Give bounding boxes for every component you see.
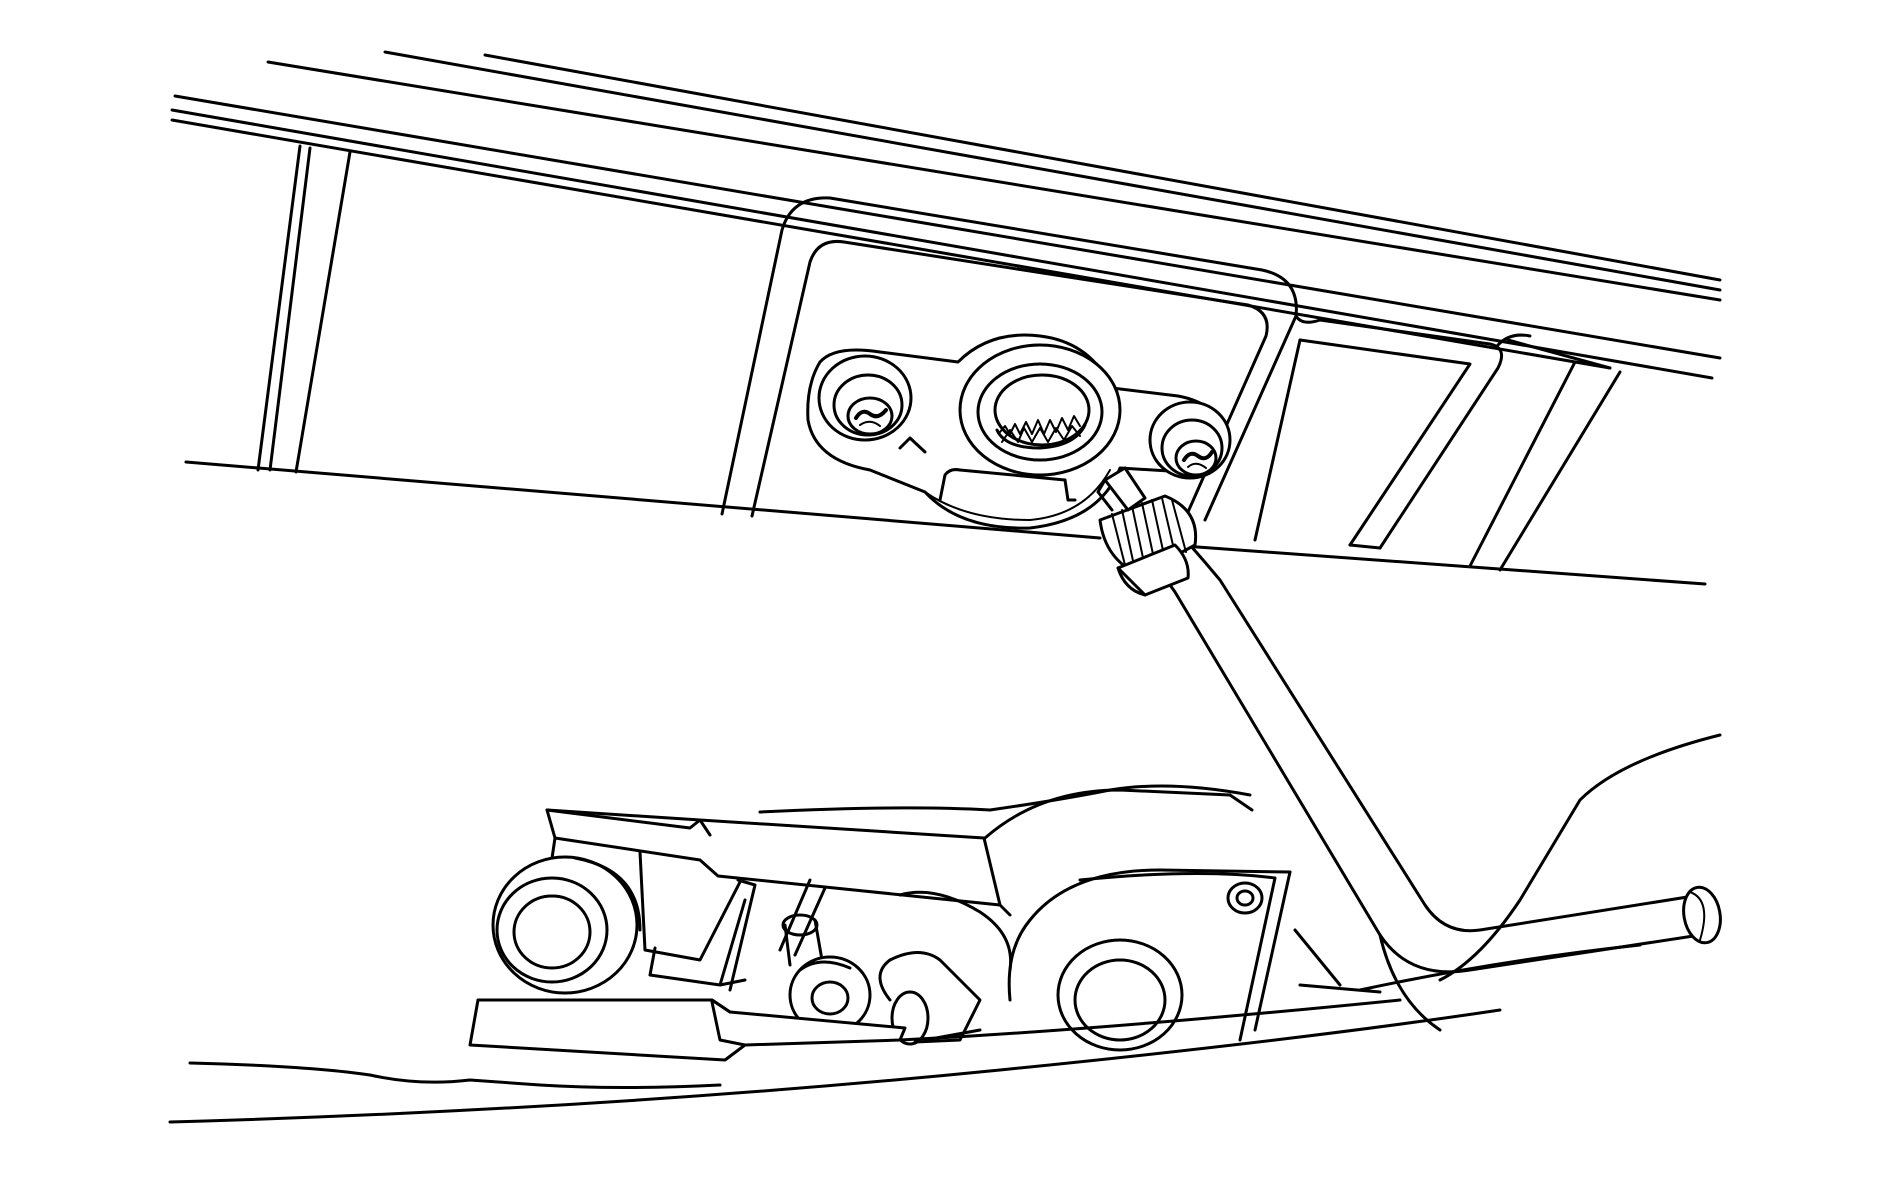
left-mounting-screw-icon [817, 354, 913, 442]
latch-housing [898, 788, 1292, 1042]
pin-bushing-icon [781, 913, 872, 1035]
right-body-contour [758, 733, 1722, 994]
pivot-hole-icon [1056, 938, 1184, 1052]
roller-wheel-icon [491, 855, 642, 995]
sensor-pocket-frame [720, 196, 1298, 522]
right-mounting-screw-icon [1148, 400, 1232, 480]
left-braces [256, 144, 352, 474]
housing-rivet-icon [1226, 881, 1264, 915]
rod-end-icon [1682, 885, 1722, 945]
bottom-sill [168, 943, 1642, 1124]
knurled-fitting-icon [1098, 494, 1198, 597]
upper-panel-edge [184, 460, 1707, 586]
sensor-center-boss-icon [958, 343, 1122, 477]
probe-tip [1096, 466, 1147, 512]
right-bracket [1253, 314, 1622, 572]
upper-frame-rails [170, 50, 1722, 380]
linkage-bars [638, 850, 827, 992]
actuator-rod [1143, 543, 1702, 1032]
